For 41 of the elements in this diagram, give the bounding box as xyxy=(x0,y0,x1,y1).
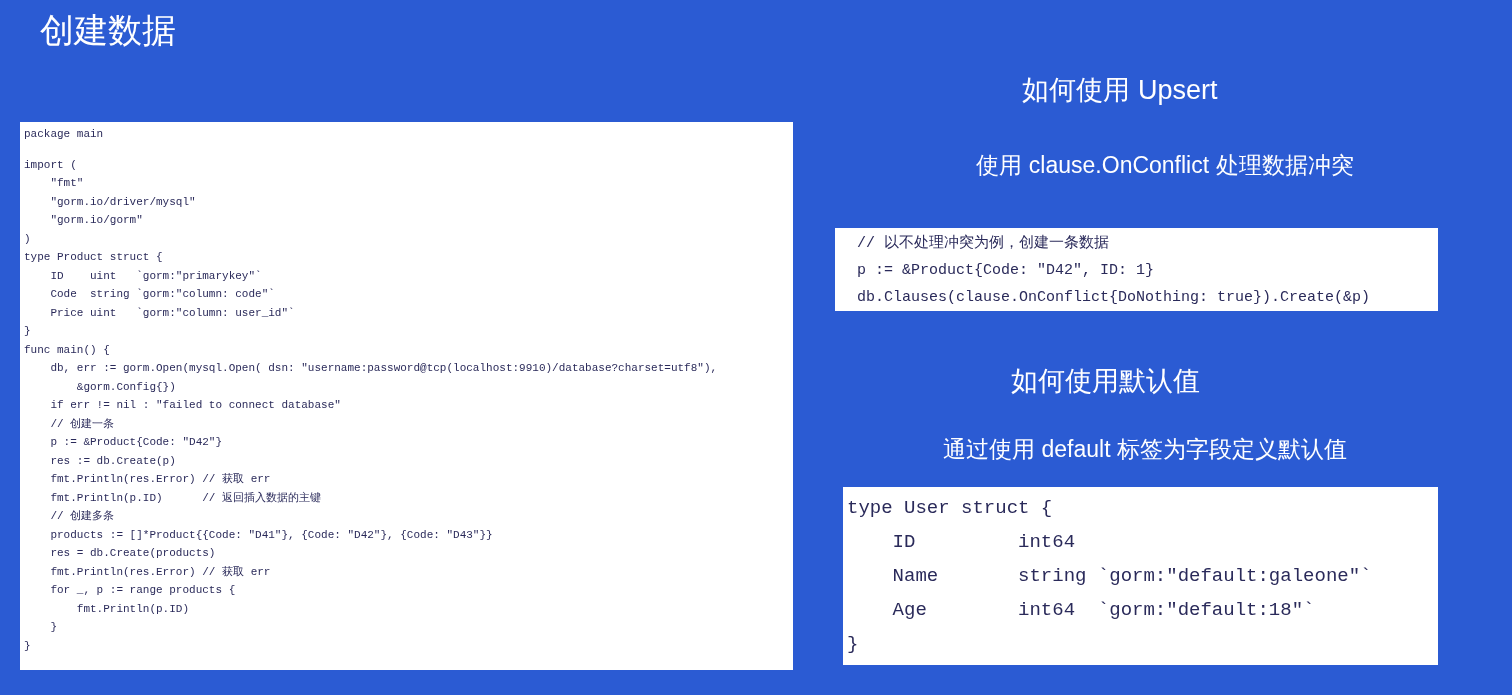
code-line: // 创建多条 xyxy=(49,509,115,524)
section-heading: 如何使用默认值 xyxy=(1010,365,1200,398)
code-line: p := &Product{Code: "D42"} xyxy=(49,435,223,450)
section-heading: 如何使用 Upsert xyxy=(1022,74,1218,107)
code-line: } xyxy=(49,620,57,635)
code-line: "gorm.io/gorm" xyxy=(49,213,143,228)
code-line: package main xyxy=(24,127,104,142)
code-line: ID uint `gorm:"primarykey"` xyxy=(49,268,262,284)
code-line: ) xyxy=(24,231,31,247)
code-line: for _, p := range products { xyxy=(49,583,236,598)
code-line: db, err := gorm.Open(mysql.Open( dsn: "username:password@tcp(localhost:9910)/database?charset=utf8"), xyxy=(49,361,718,376)
code-line: &gorm.Config{}) xyxy=(75,379,176,395)
code-line: res = db.Create(products) xyxy=(49,546,216,561)
code-line: "gorm.io/driver/mysql" xyxy=(49,194,196,210)
code-line: res := db.Create(p) xyxy=(49,453,176,469)
code-line: } xyxy=(24,324,31,339)
section-subheading: 通过使用 default 标签为字段定义默认值 xyxy=(943,435,1347,464)
code-line: fmt.Println(res.Error) // 获取 err xyxy=(49,472,271,487)
code-line: // 创建一条 xyxy=(49,416,115,432)
code-line: } xyxy=(847,632,859,657)
code-line: import ( xyxy=(24,157,77,173)
section-subheading: 使用 clause.OnConflict 处理数据冲突 xyxy=(976,151,1354,180)
code-line: "fmt" xyxy=(49,176,84,191)
code-line: products := []*Product{{Code: "D41"}, {Code: "D42"}, {Code: "D43"}} xyxy=(49,527,493,543)
code-line: Price uint `gorm:"column: user_id"` xyxy=(49,305,295,321)
code-line: Name string `gorm:"default:galeone"` xyxy=(891,564,1372,589)
code-line: fmt.Println(p.ID) // 返回插入数据的主键 xyxy=(49,490,322,506)
code-line: } xyxy=(24,638,31,654)
code-line: func main() { xyxy=(24,342,110,358)
code-line: // 以不处理冲突为例，创建一条数据 xyxy=(856,233,1109,254)
code-line: fmt.Println(p.ID) xyxy=(75,601,190,617)
code-line: ID int64 xyxy=(891,530,1076,555)
code-line: Code string `gorm:"column: code"` xyxy=(49,287,275,302)
code-line: db.Clauses(clause.OnConflict{DoNothing: true}).Create(&p) xyxy=(856,288,1371,308)
code-line: p := &Product{Code: "D42", ID: 1} xyxy=(856,261,1155,281)
slide-title: 创建数据 xyxy=(40,10,176,51)
code-line: fmt.Println(res.Error) // 获取 err xyxy=(49,564,271,580)
code-line: if err != nil : "failed to connect database" xyxy=(49,398,341,413)
code-line: type User struct { xyxy=(847,496,1053,521)
code-line: type Product struct { xyxy=(24,250,163,265)
code-line: Age int64 `gorm:"default:18"` xyxy=(891,598,1315,623)
